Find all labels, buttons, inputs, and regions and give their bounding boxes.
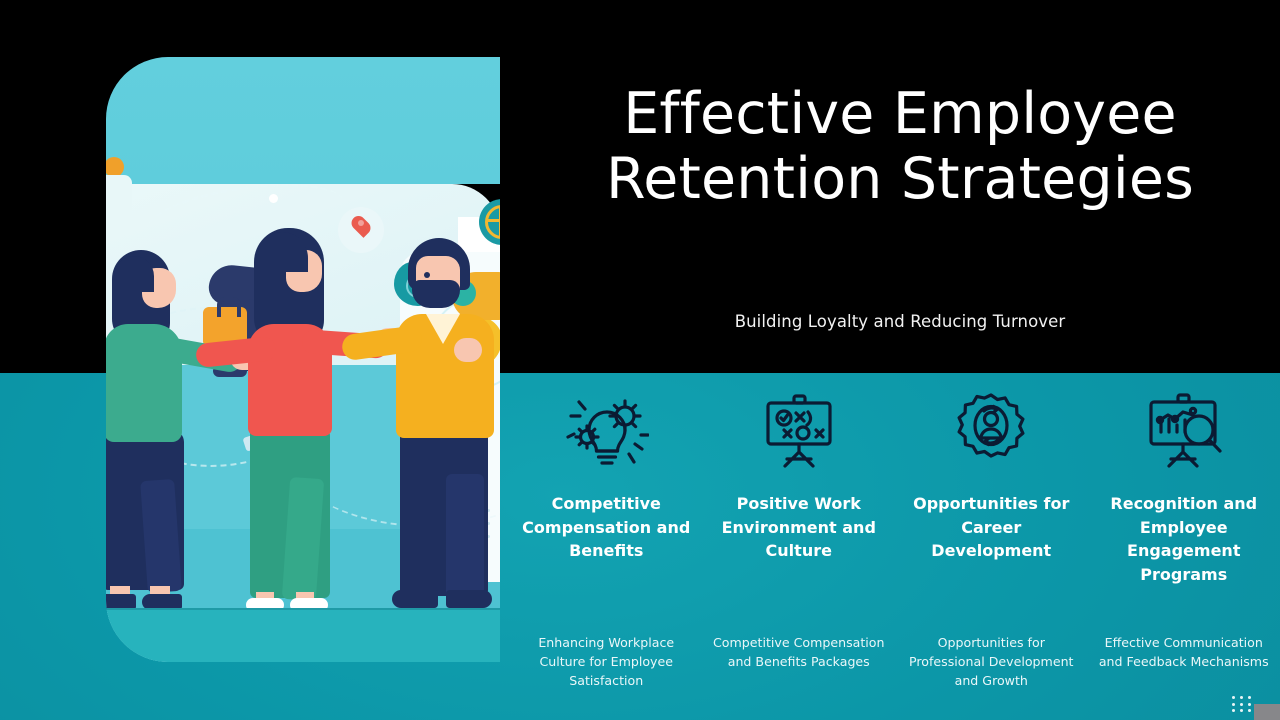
feature-card-description: Opportunities for Professional Developme… (909, 635, 1074, 688)
map-pin-icon (338, 207, 384, 253)
chart-board-magnifier-icon (1096, 392, 1273, 474)
figure-man-yellow (340, 238, 500, 610)
feature-card-list: Competitive Compensation and Benefits En… (510, 392, 1280, 712)
feature-card-title: Positive Work Environment and Culture (721, 494, 876, 560)
dot-grid-icon[interactable] (1232, 696, 1254, 714)
strategy-board-icon (711, 392, 888, 474)
feature-card-3[interactable]: Opportunities for Career Development Opp… (895, 392, 1088, 712)
page-subtitle: Building Loyalty and Reducing Turnover (734, 312, 1066, 331)
feature-card-title: Competitive Compensation and Benefits (522, 494, 691, 560)
illustration-ground (106, 610, 500, 662)
feature-card-title: Recognition and Employee Engagement Prog… (1110, 494, 1258, 584)
feature-card-description: Enhancing Workplace Culture for Employee… (538, 635, 675, 688)
feature-card-2[interactable]: Positive Work Environment and Culture Co… (703, 392, 896, 712)
feature-card-description: Competitive Compensation and Benefits Pa… (713, 635, 885, 669)
illustration-sky (106, 57, 500, 184)
figure-woman-green (106, 250, 260, 610)
figure-woman-red (194, 228, 406, 612)
dashed-curve-endpoint (269, 194, 278, 203)
edge-figure-left (106, 157, 140, 227)
page-title: Effective Employee Retention Strategies (605, 81, 1195, 212)
lightbulb-gears-icon (518, 392, 695, 474)
feature-card-1[interactable]: Competitive Compensation and Benefits En… (510, 392, 703, 712)
feature-card-4[interactable]: Recognition and Employee Engagement Prog… (1088, 392, 1280, 712)
feature-card-description: Effective Communication and Feedback Mec… (1098, 635, 1269, 669)
feature-card-title: Opportunities for Career Development (913, 494, 1070, 560)
illustration-card (106, 57, 500, 662)
gear-person-cycle-icon (903, 392, 1080, 474)
resize-handle[interactable] (1254, 704, 1280, 720)
illustration-artwork (106, 57, 500, 662)
